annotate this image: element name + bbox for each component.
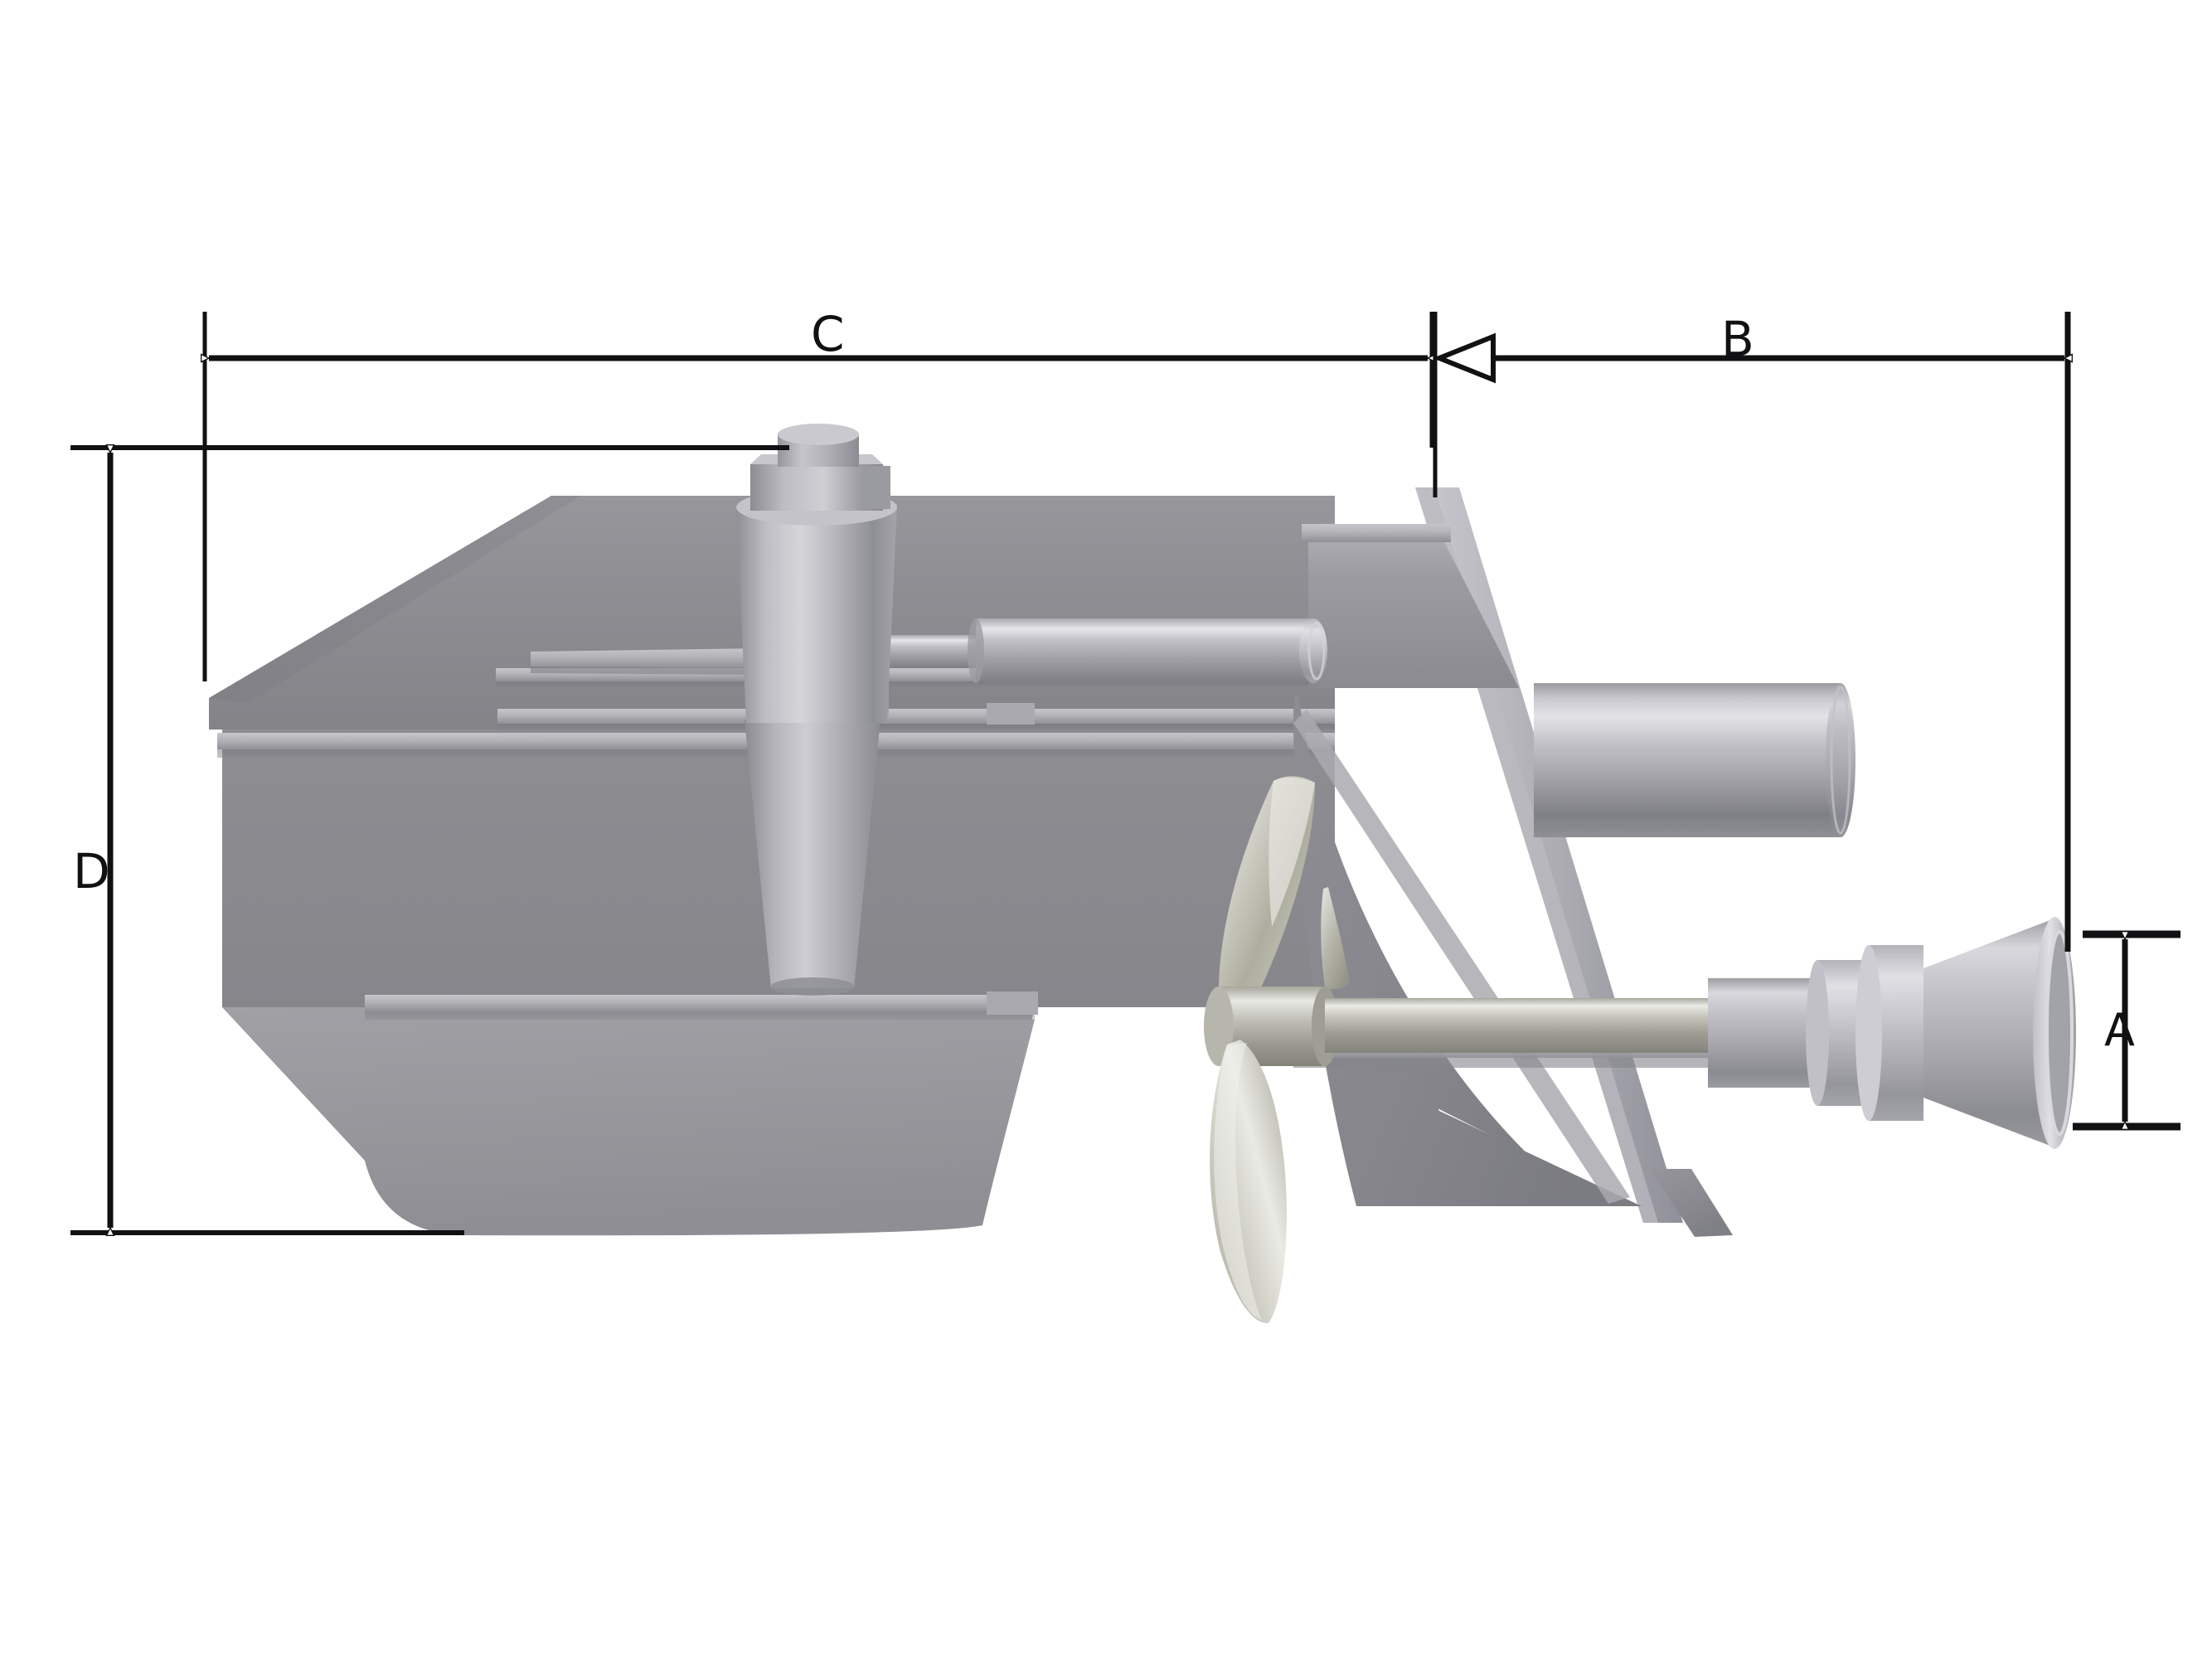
dimension-annotations — [70, 312, 2180, 1233]
hull-rail-lower-shadow — [365, 1011, 1035, 1020]
column-cap-top — [778, 424, 859, 445]
cylinder-barrel — [976, 618, 1313, 683]
dim-B-arrowhead-left — [1432, 332, 1496, 384]
steering-column — [736, 424, 897, 996]
dimension-C — [205, 312, 1432, 681]
transom-upper-box — [1308, 531, 1519, 688]
outlet-nozzle — [1708, 917, 2076, 1149]
tiller-arm-blade-shadow — [531, 667, 763, 675]
dimension-label-c: C — [811, 306, 845, 362]
hull-rail-mid-shadow — [497, 724, 1335, 731]
hydraulic-cylinder — [833, 618, 1327, 683]
transom-plate-tail — [1650, 1169, 1733, 1237]
cylinder-end-cap — [1299, 618, 1327, 683]
dimension-D — [70, 448, 789, 1233]
dimension-label-b: B — [1721, 311, 1754, 367]
cylinder-end-ring — [1307, 621, 1326, 681]
hull-lower-wedge — [222, 1007, 1035, 1236]
propeller — [1204, 776, 1728, 1324]
hull-rail-endcap-a — [987, 991, 1038, 1015]
dimension-A — [2073, 930, 2180, 1131]
hull-rail-lower — [365, 995, 1035, 1011]
nozzle-collar-a-face — [1806, 960, 1829, 1106]
transom-lower-edge-shadow — [1293, 1058, 1723, 1068]
cylinder-shoulder — [968, 618, 984, 683]
skeg-gusset-body — [1293, 696, 1642, 1206]
hull-bow-facet — [209, 496, 580, 703]
machine-assembly — [209, 424, 2076, 1324]
transom-assembly — [1293, 487, 1733, 1237]
skeg-gusset-rib — [1293, 710, 1630, 1204]
upper-tube-barrel — [1534, 683, 1841, 837]
propeller-blade-upper-tip — [1269, 777, 1315, 927]
nozzle-rim-inner — [2045, 930, 2074, 1136]
column-cone-bottom — [771, 977, 854, 996]
column-cone — [745, 720, 880, 988]
dimension-B — [1432, 312, 2068, 952]
hull-rail-endcap-b — [987, 703, 1035, 725]
dimension-label-a: A — [2104, 1004, 2135, 1056]
hull-rail-upper-shadow — [496, 681, 1335, 689]
upper-tube-end-cap — [1826, 683, 1855, 837]
upper-tube-end-rim — [1830, 686, 1851, 835]
column-barrel — [736, 504, 897, 723]
propeller-shaft — [1325, 998, 1728, 1053]
propeller-blade-upper-right — [1321, 887, 1350, 990]
hull-rail-mid — [497, 709, 1335, 724]
dimension-label-d: D — [73, 843, 110, 899]
column-collar-tab — [866, 466, 890, 509]
propeller-blade-lower-edge — [1214, 1043, 1262, 1320]
nozzle-collar-b-face — [1855, 945, 1882, 1121]
transom-upper-box-rail — [1302, 524, 1451, 542]
propeller-hub-front — [1204, 987, 1234, 1066]
column-collar — [750, 464, 883, 511]
tiller-arm-blade — [531, 648, 763, 668]
nozzle-cone — [1923, 919, 2054, 1147]
skeg-gusset — [1293, 696, 1627, 1204]
upper-tube — [1534, 683, 1855, 837]
